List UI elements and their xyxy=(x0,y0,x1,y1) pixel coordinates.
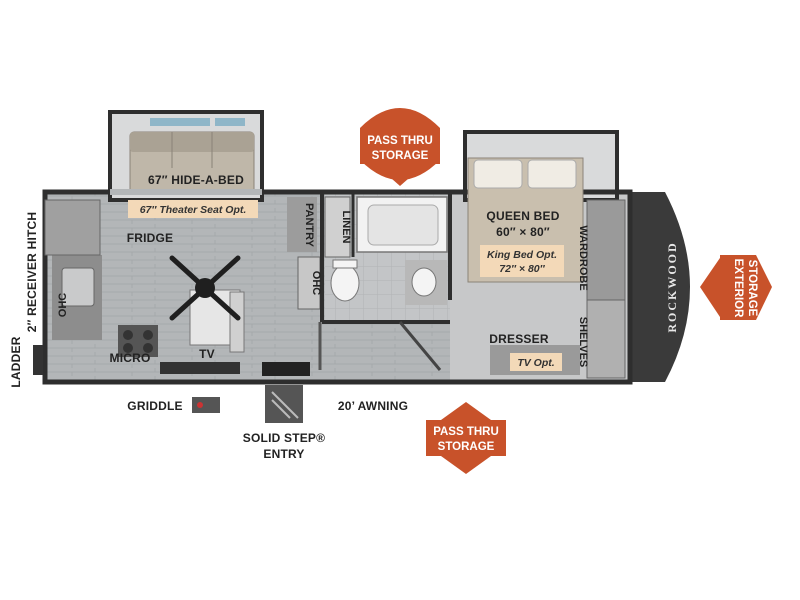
ohc-mid-label: OHC xyxy=(310,271,322,296)
tv-unit xyxy=(160,362,240,374)
shower-pan xyxy=(367,204,439,246)
wardrobe-label: WARDROBE xyxy=(577,225,589,290)
outer-wall xyxy=(42,189,633,385)
sofa-window xyxy=(150,118,210,126)
linen-label: LINEN xyxy=(340,211,352,244)
griddle-exterior xyxy=(192,397,220,413)
sofa-window-2 xyxy=(215,118,245,126)
entry-label-2: ENTRY xyxy=(263,447,304,461)
shelves xyxy=(586,299,626,379)
pass-thru-top-line-1: PASS THRU xyxy=(367,135,433,147)
king-bed-option-label: King Bed Opt. xyxy=(487,249,557,261)
sofa-back xyxy=(130,132,254,152)
linen-cabinet xyxy=(324,196,351,258)
brand-logo-text: ROCKWOOD xyxy=(665,241,679,332)
receiver-hitch-label: 2″ RECEIVER HITCH xyxy=(25,212,39,333)
vanity-sink xyxy=(411,267,437,297)
pass-thru-bottom-line-2: STORAGE xyxy=(438,441,495,453)
griddle-label: GRIDDLE xyxy=(127,399,182,413)
micro-label: MICRO xyxy=(110,351,151,365)
toilet-tank xyxy=(332,259,358,269)
tv-option-tag xyxy=(510,353,562,371)
pass-thru-storage-bottom-badge: PASS THRU STORAGE xyxy=(426,402,506,474)
awning-label: 20’ AWNING xyxy=(338,399,408,413)
pass-thru-bottom-line-1: PASS THRU xyxy=(433,426,499,438)
king-bed-size-label: 72″ × 80″ xyxy=(499,263,545,275)
dresser-label: DRESSER xyxy=(489,332,549,346)
entry-label-1: SOLID STEP® xyxy=(243,431,325,445)
tv-label: TV xyxy=(199,347,215,361)
ladder-label: LADDER xyxy=(9,336,23,387)
rear-cabinet xyxy=(44,199,101,256)
hide-a-bed-label: 67″ HIDE-A-BED xyxy=(148,173,244,187)
queen-bed-size-label: 60″ × 80″ xyxy=(496,225,550,239)
ladder xyxy=(33,345,43,375)
king-bed-option-tag xyxy=(480,245,564,277)
shelves-label: SHELVES xyxy=(577,317,589,368)
exterior-line-1: EXTERIOR xyxy=(732,259,744,318)
pillow-left xyxy=(473,159,523,189)
exterior-storage-badge: EXTERIOR STORAGE xyxy=(700,255,772,320)
tv-option-label: TV Opt. xyxy=(517,357,554,369)
pass-thru-storage-top-badge: PASS THRU STORAGE xyxy=(360,108,440,186)
toilet xyxy=(330,264,360,302)
queen-bed-label: QUEEN BED xyxy=(486,209,559,223)
front-cap xyxy=(630,192,690,382)
ohc-left-label: OHC xyxy=(57,293,69,318)
pillow-right xyxy=(527,159,577,189)
pantry-label: PANTRY xyxy=(303,203,315,248)
theater-seat-tag xyxy=(128,200,258,218)
sink xyxy=(61,267,95,307)
ceiling-fan-icon xyxy=(169,255,241,321)
griddle-unit xyxy=(262,362,310,376)
pass-thru-top-line-2: STORAGE xyxy=(372,150,429,162)
theater-seat-label: 67″ Theater Seat Opt. xyxy=(140,204,247,216)
pantry-cabinet xyxy=(287,197,317,252)
island-2 xyxy=(229,291,245,353)
exterior-line-2: STORAGE xyxy=(746,260,758,317)
wardrobe xyxy=(586,199,626,301)
fridge-label: FRIDGE xyxy=(127,231,174,245)
